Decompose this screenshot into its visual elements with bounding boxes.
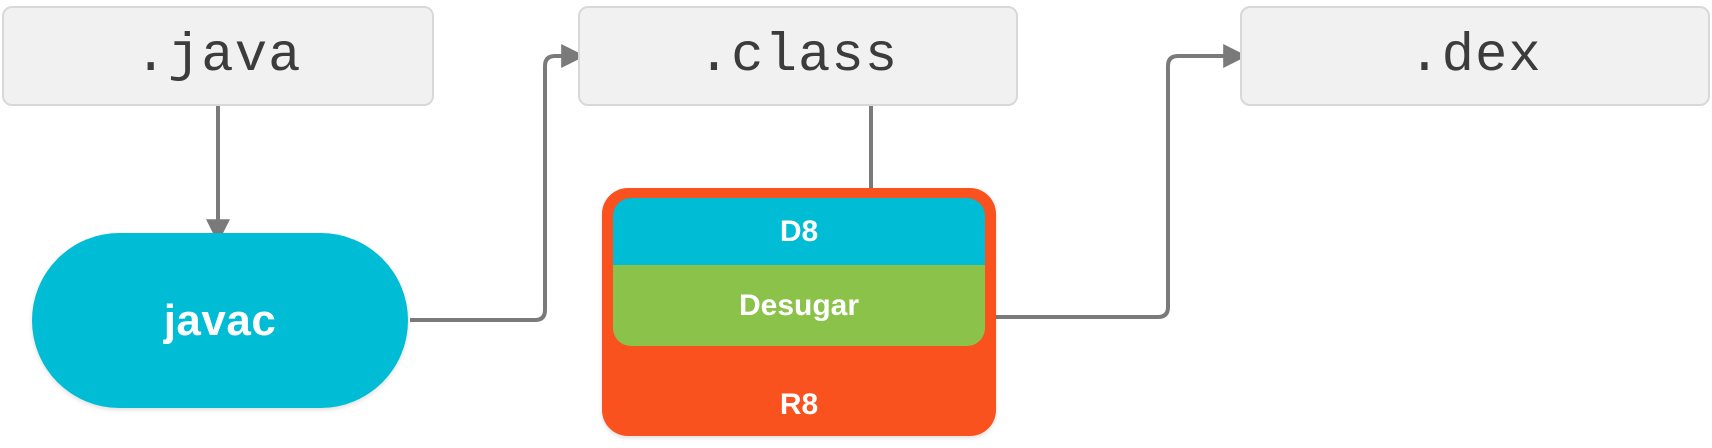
node-desugar[interactable]: Desugar [613,265,985,346]
node-r8-label: R8 [779,388,819,421]
node-class-file[interactable]: .class [578,6,1018,106]
node-d8-group: D8 Desugar [613,198,985,346]
node-d8[interactable]: D8 [613,198,985,265]
node-java-file[interactable]: .java [2,6,434,106]
node-javac[interactable]: javac [32,233,408,408]
node-r8[interactable]: D8 Desugar R8 [602,188,996,436]
node-javac-label: javac [163,295,277,345]
node-d8-label: D8 [779,214,819,248]
node-class-file-label: .class [697,25,899,87]
node-dex-file[interactable]: .dex [1240,6,1710,106]
edge-r8-to-dex [996,44,1248,319]
node-dex-file-label: .dex [1408,25,1542,87]
node-desugar-label: Desugar [738,288,860,322]
node-java-file-label: .java [134,25,302,87]
